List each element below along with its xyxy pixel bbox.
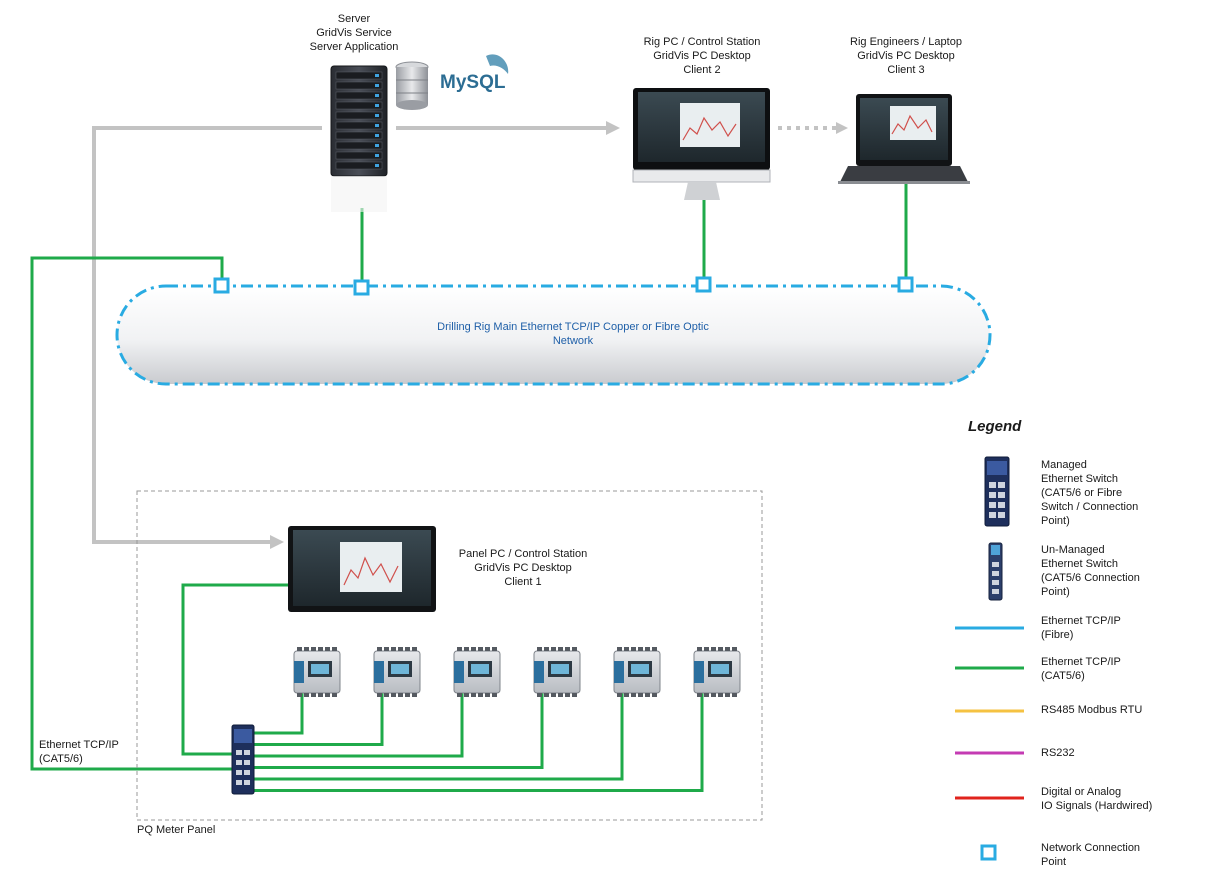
client2-label-line: Rig PC / Control Station: [643, 36, 761, 48]
connection-point-icon: [213, 277, 230, 294]
legend-entry-line: RS485 Modbus RTU: [1041, 704, 1143, 716]
external-link-label-line: Ethernet TCP/IP: [39, 739, 119, 751]
legend-entry-line: Point): [1041, 586, 1070, 598]
legend-entry-line: (Fibre): [1041, 629, 1074, 641]
legend-entry-line: Switch / Connection: [1041, 501, 1139, 513]
legend-graphics: [955, 456, 1024, 861]
legend-entry-line: Network Connection: [1041, 842, 1141, 854]
client1-label-line: GridVis PC Desktop: [474, 562, 572, 574]
laptop-icon: [838, 94, 970, 184]
client3-label-line: Rig Engineers / Laptop: [850, 36, 962, 48]
external-link-label-line: (CAT5/6): [39, 753, 83, 765]
legend-entry-line: RS232: [1041, 747, 1075, 759]
desktop-monitor-icon: [632, 88, 771, 200]
client2-label-line: GridVis PC Desktop: [653, 50, 751, 62]
legend-managed-switch-icon: [984, 456, 1010, 527]
legend-entry: Digital or Analog IO Signals (Hardwired): [1041, 785, 1152, 813]
main-network-cloud: [115, 284, 992, 386]
pq-meter-icon: [533, 647, 581, 697]
network-label-line: Network: [552, 335, 594, 347]
client3-label-line: Client 3: [887, 64, 925, 76]
legend-entry: RS485 Modbus RTU: [1041, 703, 1142, 717]
connection-points: [213, 276, 914, 296]
network-label: Drilling Rig Main Ethernet TCP/IP Copper…: [400, 320, 746, 348]
panel-label: PQ Meter Panel: [137, 824, 216, 836]
connection-point-icon: [353, 279, 370, 296]
legend-entry-line: (CAT5/6 Connection: [1041, 572, 1140, 584]
legend-entry-line: Managed: [1041, 459, 1087, 471]
legend-entry-line: Digital or Analog: [1041, 786, 1122, 798]
client1-label: Panel PC / Control Station GridVis PC De…: [448, 547, 598, 589]
legend-entry-line: Ethernet TCP/IP: [1041, 615, 1121, 627]
cat-links-panel: [181, 583, 704, 792]
client1-label-line: Client 1: [504, 576, 542, 588]
server-rack-icon: [330, 65, 388, 212]
pq-meter-icon: [613, 647, 661, 697]
arrow-head-icon: [606, 121, 620, 135]
client1-label-line: Panel PC / Control Station: [458, 548, 588, 560]
pq-meter-panel-boundary: [136, 490, 763, 821]
server-label: Server GridVis Service Server Applicatio…: [290, 12, 418, 54]
connection-point-icon: [897, 276, 914, 293]
client3-label-line: GridVis PC Desktop: [857, 50, 955, 62]
external-link-label: Ethernet TCP/IP (CAT5/6): [39, 738, 119, 766]
pq-meter-icon: [293, 647, 341, 697]
client2-label-line: Client 2: [683, 64, 721, 76]
server-links: [92, 121, 848, 549]
legend-entry-line: (CAT5/6): [1041, 670, 1085, 682]
connection-point-icon: [695, 276, 712, 293]
client2-label: Rig PC / Control Station GridVis PC Desk…: [622, 35, 782, 77]
legend-entry-line: Ethernet TCP/IP: [1041, 656, 1121, 668]
server-to-panel-pc-link: [92, 126, 322, 544]
server-label-line: Server Application: [309, 41, 399, 53]
legend-entry: Ethernet TCP/IP (CAT5/6): [1041, 655, 1121, 683]
legend-entry-line: Point): [1041, 515, 1070, 527]
legend-entry-line: Point: [1041, 856, 1067, 868]
mysql-logo: MySQL: [440, 54, 509, 93]
server-label-line: Server: [337, 13, 371, 25]
pq-meters: [293, 647, 741, 697]
legend-entry-line: (CAT5/6 or Fibre: [1041, 487, 1123, 499]
legend-unmanaged-switch-icon: [988, 542, 1003, 601]
panel-pc-icon: [288, 526, 436, 612]
pq-meter-icon: [453, 647, 501, 697]
pq-meter-icon: [373, 647, 421, 697]
svg-text:MySQL: MySQL: [440, 72, 506, 93]
legend-entry-line: Un-Managed: [1041, 544, 1105, 556]
cat-links-top: [30, 183, 908, 771]
pq-meter-icon: [693, 647, 741, 697]
legend-entry: Ethernet TCP/IP (Fibre): [1041, 614, 1121, 642]
legend-entry: RS232: [1041, 746, 1075, 760]
arrow-head-icon: [836, 122, 848, 134]
managed-switch-icon: [231, 724, 255, 795]
legend-entry-line: Ethernet Switch: [1041, 473, 1119, 485]
legend-title: Legend: [968, 418, 1022, 435]
client3-label: Rig Engineers / Laptop GridVis PC Deskto…: [830, 35, 982, 77]
network-label-line: Drilling Rig Main Ethernet TCP/IP Copper…: [437, 321, 709, 333]
legend-entry-line: IO Signals (Hardwired): [1041, 800, 1153, 812]
arrow-head-icon: [270, 535, 284, 549]
legend-entry-line: Ethernet Switch: [1041, 558, 1119, 570]
server-label-line: GridVis Service: [316, 27, 392, 39]
legend-connection-point-icon: [980, 844, 997, 861]
database-icon: [395, 61, 429, 110]
